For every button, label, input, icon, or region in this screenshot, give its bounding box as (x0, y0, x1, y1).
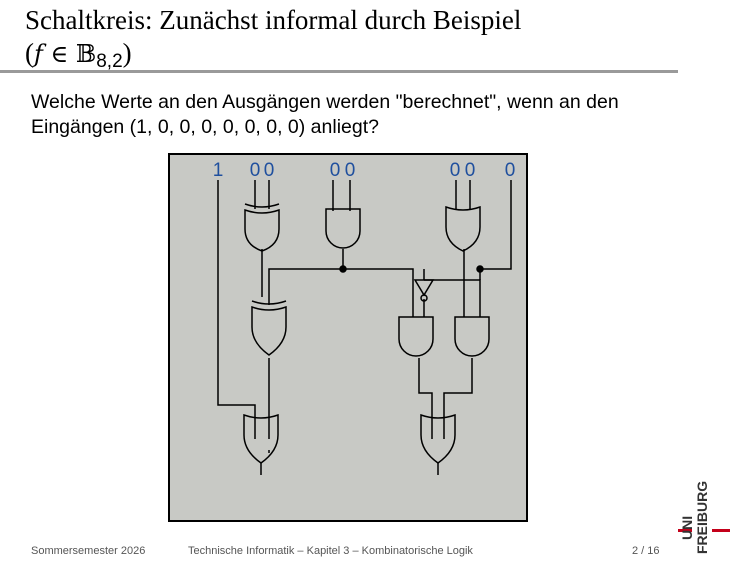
junction-left (339, 265, 347, 273)
title-paren-close: ) (122, 38, 132, 68)
circuit-diagram: 1 0 0 0 0 0 0 0 (168, 153, 528, 522)
xor-gate-middle (251, 300, 287, 356)
input-label-2: 0 (250, 160, 261, 181)
title-elem: ∈ (42, 40, 76, 68)
input-label-5: 0 (345, 160, 356, 181)
junction-right (476, 265, 484, 273)
logo-line-2: FREIBURG (694, 481, 710, 554)
title-subscript: 8,2 (96, 51, 123, 72)
logo-accent-bar-top (678, 529, 692, 532)
input-label-1: 1 (213, 160, 224, 181)
input-label-7: 0 (465, 160, 476, 181)
and-gate-middle-right (454, 316, 490, 357)
input-label-8: 0 (505, 160, 516, 181)
xor-gate-top (244, 203, 280, 252)
and-gate-middle-left (398, 316, 434, 357)
uni-freiburg-logo: UNI FREIBURG (678, 481, 730, 554)
input-label-4: 0 (330, 160, 341, 181)
or-gate-bottom-right (420, 413, 456, 475)
title-function-symbol: f ∈ 𝔹 (34, 40, 96, 68)
title-set: 𝔹 (75, 40, 97, 68)
title-line-1: Schaltkreis: Zunächst informal durch Bei… (25, 5, 522, 35)
question-text: Welche Werte an den Ausgängen werden "be… (31, 91, 619, 138)
input-label-6: 0 (450, 160, 461, 181)
circuit-wires (217, 180, 512, 453)
title-paren-open: ( (25, 38, 34, 68)
title-line-2: (f ∈ 𝔹8,2) (25, 37, 665, 78)
footer-semester: Sommersemester 2026 (31, 545, 146, 557)
footer-course: Technische Informatik – Kapitel 3 – Komb… (188, 545, 473, 557)
logo-accent-bar-bottom (712, 529, 730, 532)
not-gate (413, 279, 435, 302)
and-gate-top (325, 208, 361, 249)
title-var: f (34, 40, 43, 68)
footer-page-number: 2 / 16 (632, 545, 660, 557)
title-rule (0, 70, 678, 73)
or-gate-top (445, 205, 481, 252)
or-gate-bottom-left (243, 413, 279, 475)
input-label-3: 0 (264, 160, 275, 181)
slide-title: Schaltkreis: Zunächst informal durch Bei… (25, 4, 665, 78)
logo-line-1: UNI (679, 516, 695, 540)
circuit-background (168, 153, 528, 522)
